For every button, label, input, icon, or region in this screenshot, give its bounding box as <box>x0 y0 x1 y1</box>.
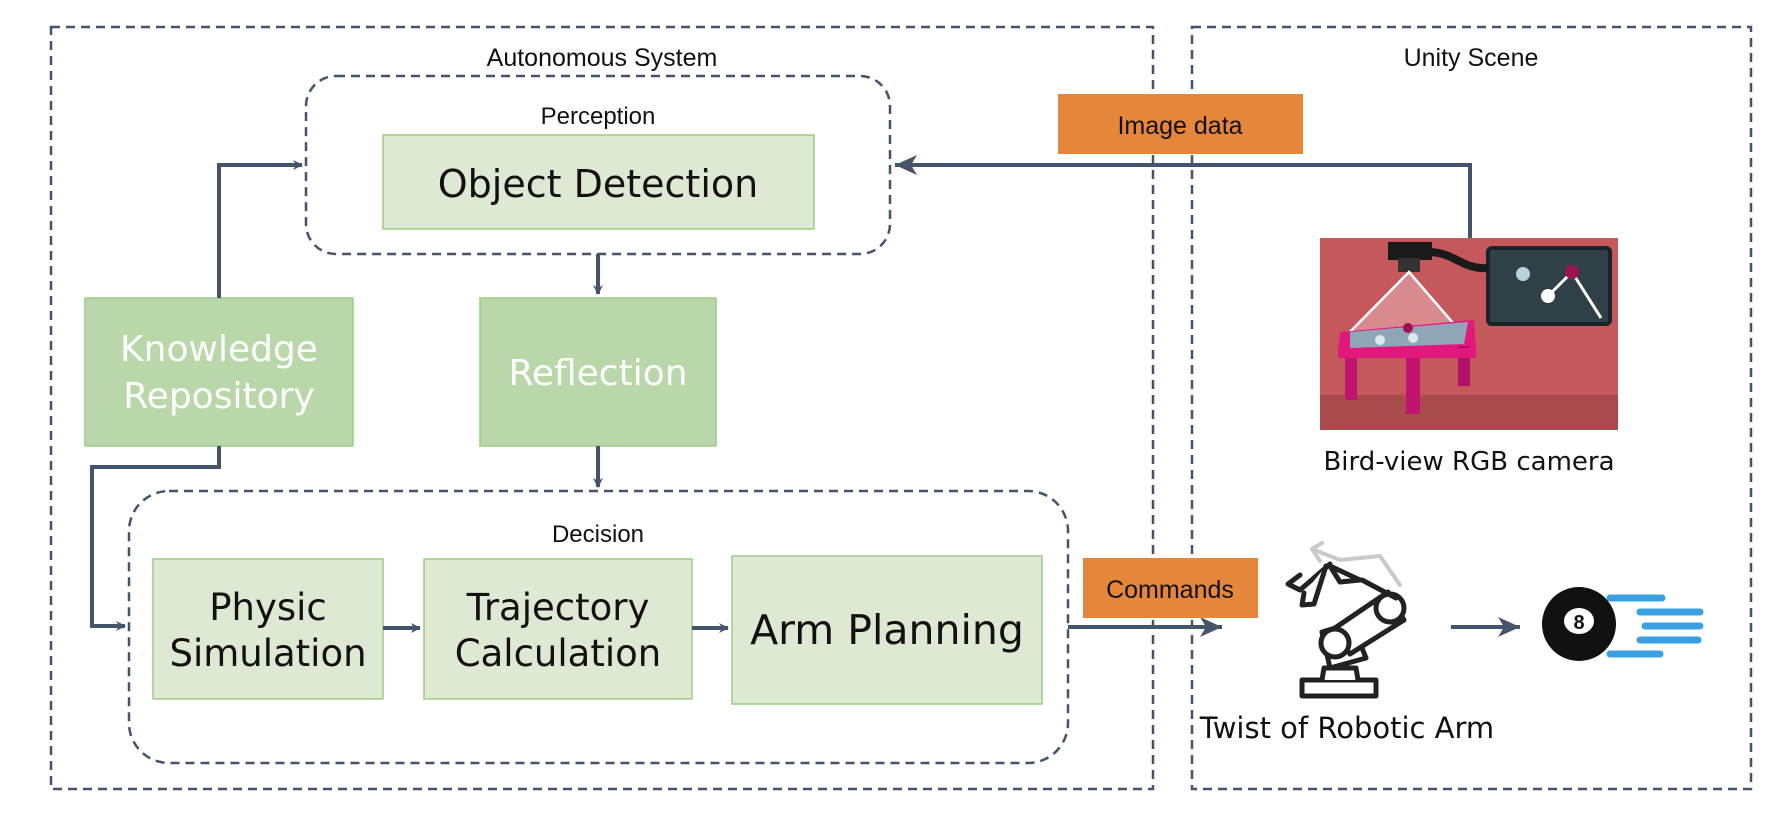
arm-planning-label: Arm Planning <box>750 606 1024 654</box>
physic-simulation-label-line1: Physic <box>209 586 327 629</box>
image-data-label: Image data <box>1117 112 1242 140</box>
physic-simulation-label-line2: Simulation <box>169 632 366 675</box>
decision-title: Decision <box>552 521 644 548</box>
trajectory-calculation-label-line2: Calculation <box>455 632 661 675</box>
autonomous-system-region <box>49 25 1155 791</box>
commands-tag <box>1083 558 1258 618</box>
arm-planning-box <box>731 555 1043 705</box>
decision-group <box>127 489 1070 765</box>
robotic-arm-icon <box>1285 541 1407 699</box>
robot-caption: Twist of Robotic Arm <box>1199 711 1494 745</box>
camera-to-perception-arrow <box>895 155 1472 238</box>
knowledge-repository-label-line1: Knowledge <box>120 329 318 370</box>
trajectory-calculation-label-line1: Trajectory <box>466 586 650 629</box>
knowledge-repository-box <box>84 297 354 447</box>
trajectory-calculation-box <box>423 558 693 700</box>
reflection-label: Reflection <box>508 353 687 394</box>
connectors <box>90 155 1520 637</box>
billiard-ball-icon: 8 <box>1542 587 1704 661</box>
commands-label: Commands <box>1106 576 1234 604</box>
svg-text:8: 8 <box>1573 612 1584 634</box>
autonomous-system-title: Autonomous System <box>487 44 718 72</box>
physic-simulation-box <box>152 558 384 700</box>
knowledge-repository-label-line2: Repository <box>123 376 314 417</box>
reflection-box <box>479 297 717 447</box>
camera-caption: Bird-view RGB camera <box>1323 447 1614 477</box>
bird-view-camera-illustration <box>1320 238 1618 430</box>
object-detection-label: Object Detection <box>438 162 758 206</box>
perception-title: Perception <box>541 103 656 130</box>
image-data-tag <box>1058 94 1303 154</box>
object-detection-box <box>382 134 815 230</box>
unity-scene-title: Unity Scene <box>1404 44 1539 72</box>
knowledge-to-perception-arrow <box>217 160 303 298</box>
knowledge-to-decision-arrow <box>90 446 221 631</box>
